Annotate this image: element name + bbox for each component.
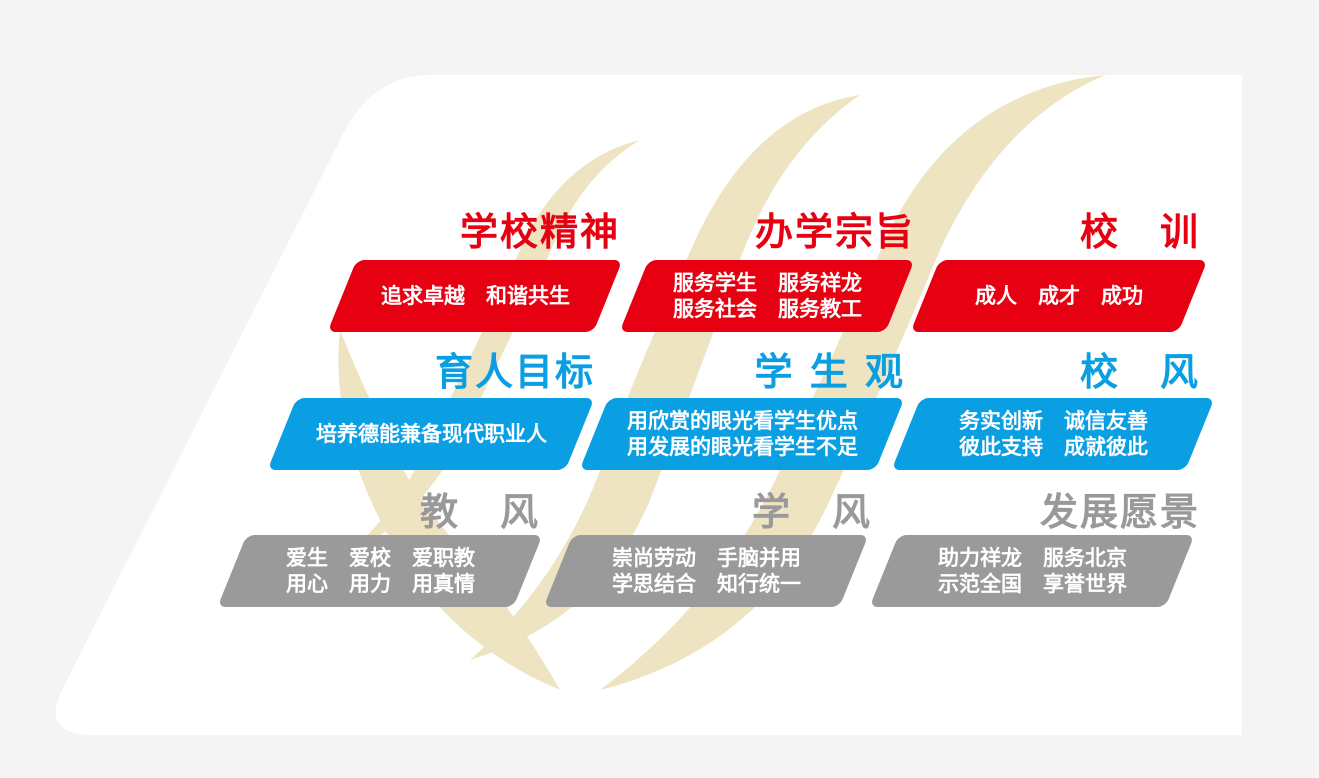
band-line: 成人 成才 成功 [975,284,1143,308]
band-line: 追求卓越 和谐共生 [380,284,570,308]
title-school-purpose: 办学宗旨 [754,210,915,254]
band-text-school-style: 务实创新 诚信友善 彼此支持 成就彼此 [959,408,1148,460]
band-line: 示范全国 享誉世界 [937,572,1127,596]
band-text-school-spirit: 追求卓越 和谐共生 [381,283,570,309]
band-text-education-goal: 培养德能兼备现代职业人 [316,421,547,447]
title-student-view: 学 生 观 [754,350,905,394]
band-line: 彼此支持 成就彼此 [958,435,1148,459]
band-study-style: 崇尚劳动 手脑并用 学思结合 知行统一 [543,535,869,607]
band-school-motto: 成人 成才 成功 [910,260,1208,332]
band-line: 服务社会 服务教工 [672,297,862,321]
band-line: 学思结合 知行统一 [611,572,801,596]
swoosh-logo-watermark [338,75,1105,690]
band-line: 爱生 爱校 爱职教 [285,546,475,570]
band-line: 服务学生 服务祥龙 [672,271,862,295]
band-text-student-view: 用欣赏的眼光看学生优点 用发展的眼光看学生不足 [627,408,858,460]
title-school-spirit: 学校精神 [459,210,620,254]
band-line: 用欣赏的眼光看学生优点 [626,409,858,433]
band-line: 崇尚劳动 手脑并用 [611,546,801,570]
band-school-style: 务实创新 诚信友善 彼此支持 成就彼此 [891,398,1215,470]
band-line: 培养德能兼备现代职业人 [315,422,547,446]
band-student-view: 用欣赏的眼光看学生优点 用发展的眼光看学生不足 [579,398,905,470]
band-text-school-purpose: 服务学生 服务祥龙 服务社会 服务教工 [673,270,862,322]
band-education-goal: 培养德能兼备现代职业人 [267,398,595,470]
band-teaching-style: 爱生 爱校 爱职教 用心 用力 用真情 [217,535,543,607]
band-development-vision: 助力祥龙 服务北京 示范全国 享誉世界 [869,535,1195,607]
title-school-motto: 校 训 [1079,210,1200,254]
title-teaching-style: 教 风 [419,490,540,534]
band-line: 用心 用力 用真情 [285,572,475,596]
band-line: 助力祥龙 服务北京 [937,546,1127,570]
band-text-school-motto: 成人 成才 成功 [975,283,1143,309]
title-education-goal: 育人目标 [434,350,595,394]
title-development-vision: 发展愿景 [1039,490,1200,534]
band-line: 务实创新 诚信友善 [958,409,1148,433]
band-text-development-vision: 助力祥龙 服务北京 示范全国 享誉世界 [938,545,1127,597]
band-text-teaching-style: 爱生 爱校 爱职教 用心 用力 用真情 [286,545,475,597]
band-text-study-style: 崇尚劳动 手脑并用 学思结合 知行统一 [612,545,801,597]
title-school-style: 校 风 [1079,350,1200,394]
title-study-style: 学 风 [751,490,872,534]
band-school-purpose: 服务学生 服务祥龙 服务社会 服务教工 [619,260,915,332]
band-school-spirit: 追求卓越 和谐共生 [327,260,623,332]
band-line: 用发展的眼光看学生不足 [626,435,858,459]
